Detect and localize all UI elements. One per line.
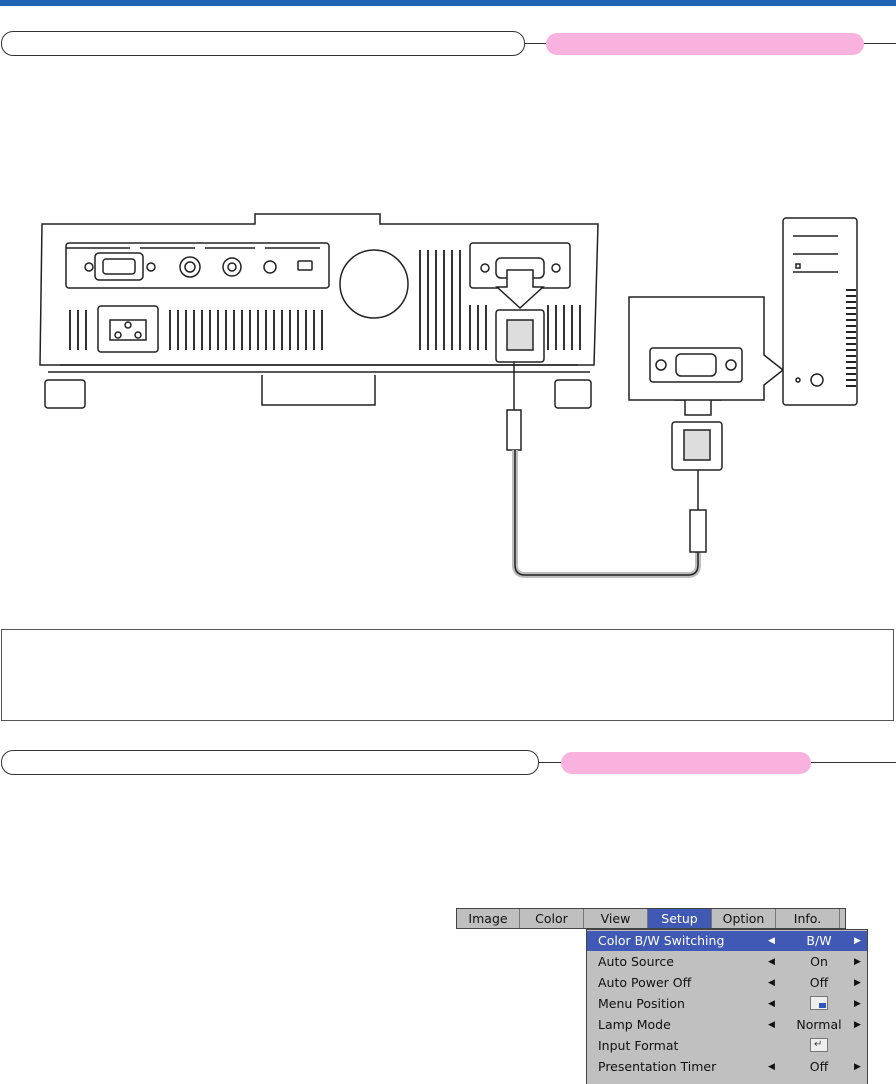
- menu-row-value: [787, 994, 851, 1014]
- menu-row-value: Normal: [796, 1017, 842, 1032]
- menu-row-presentation-timer[interactable]: Presentation Timer ◀ Off ▶: [587, 1057, 867, 1077]
- tab-info[interactable]: Info.: [776, 909, 840, 928]
- computer-serial-port-callout: [628, 296, 785, 401]
- menu-row-label: Input Format: [598, 1038, 679, 1053]
- menu-row-color-bw-switching[interactable]: Color B/W Switching ◀ B/W ▶: [587, 931, 867, 951]
- menu-row-auto-power-off[interactable]: Auto Power Off ◀ Off ▶: [587, 973, 867, 993]
- vent-slots: [69, 250, 581, 350]
- menu-row-label: Lamp Mode: [598, 1017, 671, 1032]
- right-arrow-icon[interactable]: ▶: [854, 1062, 861, 1072]
- projector-rear-panel: [39, 213, 599, 409]
- section-tag-1: [546, 33, 864, 55]
- serial-cable: [495, 269, 723, 578]
- menu-row-value: On: [810, 954, 828, 969]
- enter-icon[interactable]: [810, 1035, 828, 1055]
- right-arrow-icon[interactable]: ▶: [854, 957, 861, 967]
- section-header-1: [1, 31, 525, 56]
- computer-tower: [782, 217, 858, 406]
- menu-row-label: Auto Power Off: [598, 975, 692, 990]
- menu-row-menu-position[interactable]: Menu Position ◀ ▶: [587, 994, 867, 1014]
- left-arrow-icon[interactable]: ◀: [768, 957, 775, 967]
- section-tag-2: [561, 752, 811, 774]
- connection-illustration: [39, 213, 858, 578]
- tab-setup[interactable]: Setup: [648, 909, 712, 928]
- left-arrow-icon[interactable]: ◀: [768, 1020, 775, 1030]
- right-arrow-icon[interactable]: ▶: [854, 978, 861, 988]
- computer-vent: [846, 289, 856, 387]
- setup-menu-panel: Color B/W Switching ◀ B/W ▶ Auto Source …: [586, 929, 868, 1084]
- menu-row-lamp-mode[interactable]: Lamp Mode ◀ Normal ▶: [587, 1015, 867, 1035]
- menu-row-input-format[interactable]: Input Format: [587, 1035, 867, 1056]
- menu-row-label: Menu Position: [598, 996, 685, 1011]
- tab-image[interactable]: Image: [457, 909, 520, 928]
- setup-menu-osd: Image Color View Setup Option Info. Colo…: [456, 908, 896, 1084]
- top-color-bar: [0, 0, 896, 6]
- right-arrow-icon[interactable]: ▶: [854, 999, 861, 1009]
- menu-row-label: Color B/W Switching: [598, 933, 725, 948]
- menu-row-auto-source[interactable]: Auto Source ◀ On ▶: [587, 952, 867, 972]
- section-header-2: [1, 750, 539, 775]
- right-arrow-icon[interactable]: ▶: [854, 936, 861, 946]
- left-arrow-icon[interactable]: ◀: [768, 978, 775, 988]
- menu-tab-bar: Image Color View Setup Option Info.: [456, 908, 846, 929]
- right-arrow-icon[interactable]: ▶: [854, 1020, 861, 1030]
- note-box: [1, 629, 894, 721]
- left-arrow-icon[interactable]: ◀: [768, 1062, 775, 1072]
- menu-row-value: [787, 1035, 851, 1056]
- menu-row-value: B/W: [806, 933, 832, 948]
- menu-row-label: Presentation Timer: [598, 1059, 717, 1074]
- menu-row-label: Auto Source: [598, 954, 674, 969]
- menu-row-value: Off: [809, 975, 829, 990]
- left-arrow-icon[interactable]: ◀: [768, 936, 775, 946]
- tab-color[interactable]: Color: [520, 909, 584, 928]
- left-arrow-icon[interactable]: ◀: [768, 999, 775, 1009]
- tab-view[interactable]: View: [584, 909, 648, 928]
- menu-position-icon: [810, 996, 828, 1010]
- tab-option[interactable]: Option: [712, 909, 776, 928]
- menu-row-value: Off: [809, 1059, 829, 1074]
